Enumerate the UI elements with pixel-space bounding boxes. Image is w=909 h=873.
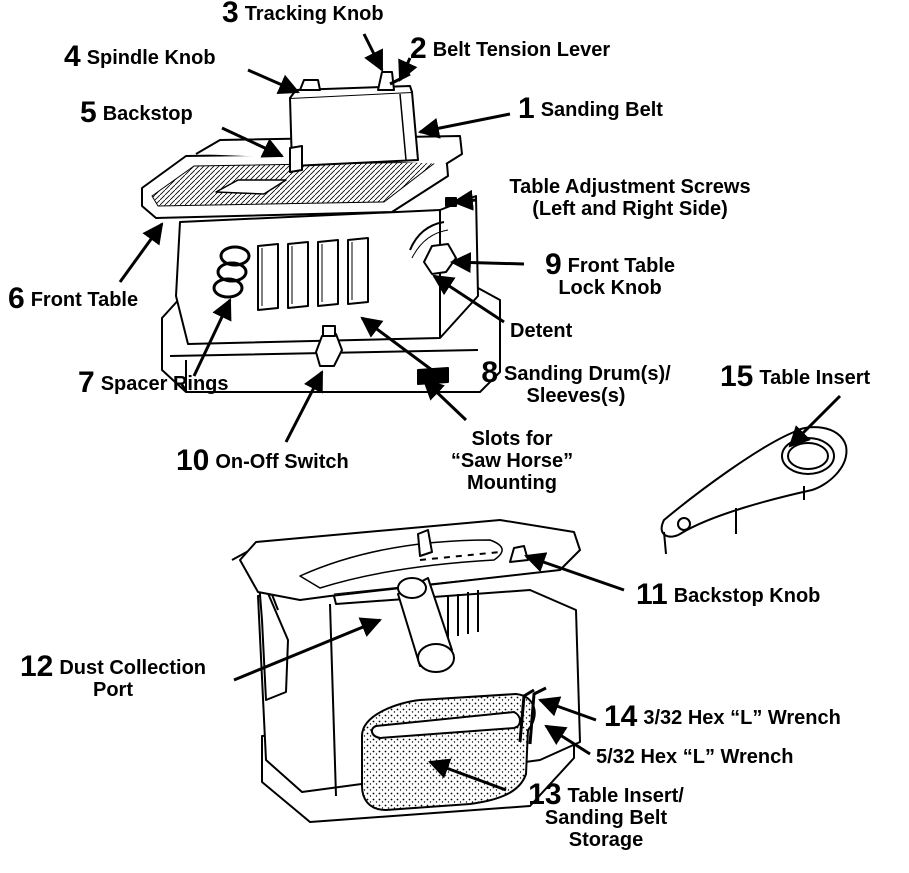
leader-lines <box>118 33 842 792</box>
leader-15 <box>788 394 842 448</box>
backstop-knob <box>509 545 529 563</box>
hex-5-32-label: 5/32 Hex “L” Wrench <box>596 746 794 768</box>
leader-1 <box>417 112 511 139</box>
callout-text: Backstop Knob <box>673 585 821 607</box>
callout-number: 10 <box>176 444 210 477</box>
callout-number: 11 <box>636 578 668 611</box>
callout-text: Spacer Rings <box>100 373 229 395</box>
callout-text-line-2: Port <box>93 679 133 701</box>
spindle-knob <box>299 79 321 91</box>
front-sander-drawing <box>141 71 501 393</box>
callout-8: 8 Sanding Drum(s)/ Sleeves(s) <box>452 358 700 408</box>
callout-text: Sanding Drum(s)/ <box>504 363 671 385</box>
callout-text-line-2: Lock Knob <box>558 277 662 299</box>
hex-wrench-3-32 <box>518 688 535 743</box>
callout-text: Backstop <box>102 103 193 125</box>
callout-text: Front Table <box>30 289 139 311</box>
callout-text: Belt Tension Lever <box>432 39 611 61</box>
callout-number: 9 <box>544 248 562 281</box>
leader-14 <box>538 696 597 722</box>
leader-5 <box>221 126 284 158</box>
callout-number: 3 <box>222 0 239 29</box>
callout-number: 13 <box>528 778 562 811</box>
tracking-knob <box>377 71 395 91</box>
leader-9 <box>449 252 525 274</box>
callout-text: Table Insert <box>759 367 871 389</box>
leader-detent <box>432 274 505 324</box>
leader-table-adjust <box>451 189 477 211</box>
leader-6 <box>118 222 164 283</box>
spacer-ring-1 <box>219 245 251 267</box>
leader-5-32 <box>544 724 591 756</box>
callout-text-line-2: Sanding Belt <box>544 807 668 829</box>
leader-4 <box>247 68 300 94</box>
callout-text: On-Off Switch <box>215 451 349 473</box>
spindle-housing <box>289 91 419 167</box>
spacer-ring-2 <box>216 261 248 283</box>
rear-sander-drawing <box>231 519 581 823</box>
leader-2 <box>398 57 418 82</box>
callout-number: 2 <box>410 32 427 65</box>
callout-text: Sanding Belt <box>540 99 663 121</box>
label-line-2: (Left and Right Side) <box>532 198 728 220</box>
table-insert-drawing <box>660 426 848 555</box>
backstop <box>289 145 303 173</box>
leader-slots <box>422 378 468 422</box>
label-line-1: Table Adjustment Screws <box>509 176 751 198</box>
table-adjustment-screws-label: Table Adjustment Screws (Left and Right … <box>480 176 780 220</box>
callout-text: Front Table <box>567 255 676 277</box>
callout-number: 7 <box>78 366 95 399</box>
label-line-1: Slots for <box>471 428 553 450</box>
label-line-2: “Saw Horse” <box>450 450 574 472</box>
callout-number: 14 <box>604 700 638 733</box>
callout-number: 12 <box>19 650 54 683</box>
callout-text: Dust Collection <box>59 657 207 679</box>
leader-10 <box>284 370 324 443</box>
leader-12 <box>233 617 382 682</box>
callout-number: 1 <box>518 92 535 125</box>
callout-text-line-3: Storage <box>568 829 644 851</box>
leader-3 <box>362 33 384 72</box>
spacer-ring-3 <box>212 277 244 299</box>
label-line-3: Mounting <box>467 472 557 494</box>
callout-text: 3/32 Hex “L” Wrench <box>643 707 841 729</box>
callout-number: 8 <box>481 356 498 389</box>
detent-label: Detent <box>510 320 573 342</box>
callout-number: 6 <box>8 282 25 315</box>
leader-13 <box>428 758 507 792</box>
callout-text: Spindle Knob <box>86 47 216 69</box>
callout-text: Table Insert/ <box>567 785 684 807</box>
leader-8 <box>360 316 441 378</box>
callout-number: 5 <box>80 96 97 129</box>
callout-text-line-2: Sleeves(s) <box>526 385 626 407</box>
leader-11 <box>524 552 625 592</box>
leader-7 <box>192 298 232 377</box>
slots-for-saw-horse-label: Slots for “Saw Horse” Mounting <box>432 428 592 494</box>
hex-wrench-5-32 <box>528 686 547 745</box>
callout-number: 4 <box>64 40 81 73</box>
callout-number: 15 <box>720 360 754 393</box>
callout-text: Tracking Knob <box>244 3 384 25</box>
